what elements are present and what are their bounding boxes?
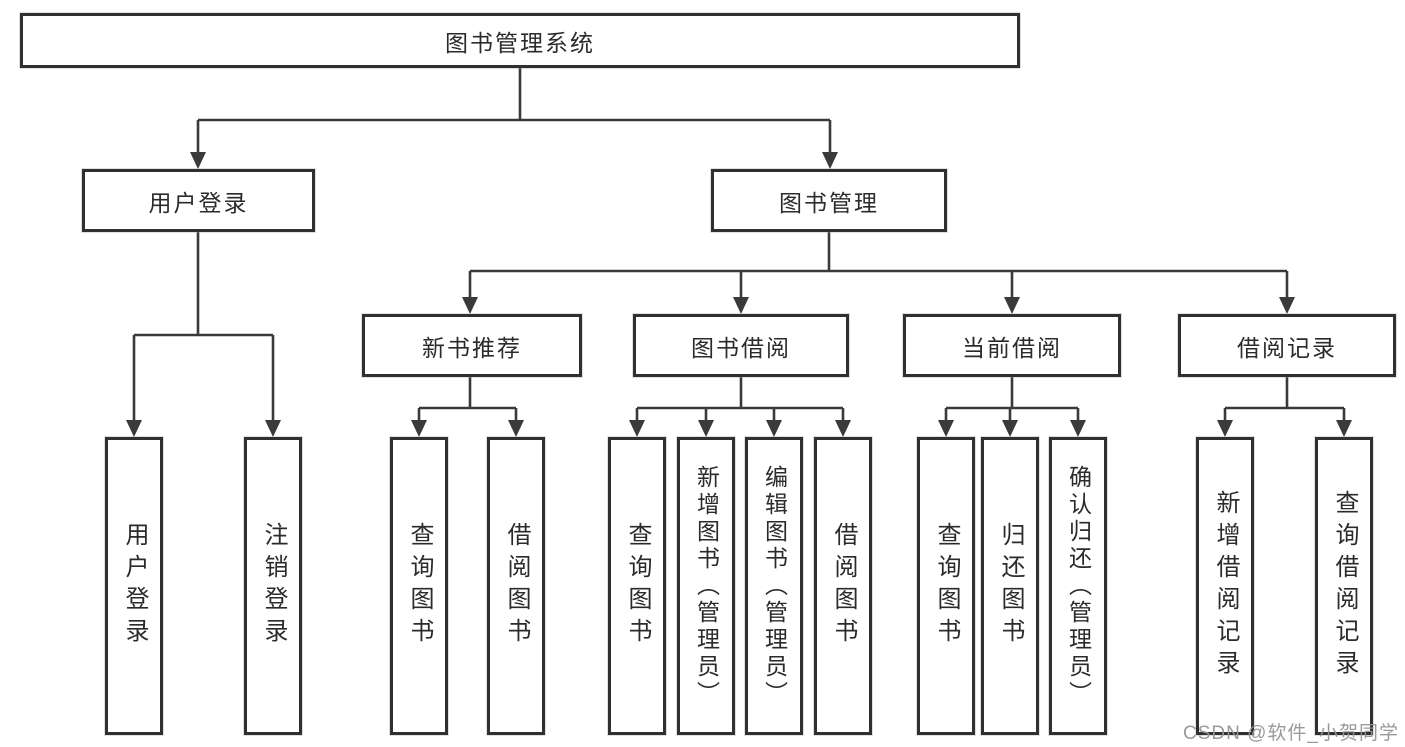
- node-label: 确认归还（管理员）: [1065, 464, 1092, 708]
- leaf-nb-borrow-books: 借阅图书: [487, 437, 545, 735]
- leaf-br-add-record: 新增借阅记录: [1196, 437, 1254, 735]
- node-library-system: 图书管理系统: [20, 13, 1020, 68]
- node-label: 用户登录: [148, 189, 249, 216]
- csdn-watermark: CSDN @软件_小贺同学: [1183, 723, 1399, 744]
- node-label: 归还图书: [997, 522, 1024, 650]
- node-label: 新增图书（管理员）: [693, 464, 720, 708]
- node-label: 借阅记录: [1237, 334, 1337, 361]
- node-label: 查询图书: [406, 522, 433, 650]
- leaf-bb-query-books: 查询图书: [608, 437, 666, 735]
- node-label: 新增借阅记录: [1212, 490, 1239, 682]
- leaf-bb-add-books-admin: 新增图书（管理员）: [677, 437, 735, 735]
- node-label: 借阅图书: [503, 522, 530, 650]
- leaf-bb-borrow-books: 借阅图书: [814, 437, 872, 735]
- leaf-cb-return-books: 归还图书: [981, 437, 1039, 735]
- node-book-borrow: 图书借阅: [633, 314, 849, 377]
- leaf-cb-confirm-return-admin: 确认归还（管理员）: [1049, 437, 1107, 735]
- node-label: 查询图书: [624, 522, 651, 650]
- leaf-br-query-record: 查询借阅记录: [1315, 437, 1373, 735]
- node-borrow-records: 借阅记录: [1178, 314, 1396, 377]
- node-label: 借阅图书: [830, 522, 857, 650]
- leaf-nb-query-books: 查询图书: [390, 437, 448, 735]
- node-label: 当前借阅: [962, 334, 1062, 361]
- node-new-book-recommend: 新书推荐: [362, 314, 582, 377]
- node-label: 新书推荐: [422, 334, 522, 361]
- node-label: 图书借阅: [691, 334, 791, 361]
- leaf-cb-query-books: 查询图书: [917, 437, 975, 735]
- leaf-logout: 注销登录: [244, 437, 302, 735]
- node-label: 编辑图书（管理员）: [761, 464, 788, 708]
- node-current-borrow: 当前借阅: [903, 314, 1121, 377]
- leaf-user-login: 用户登录: [105, 437, 163, 735]
- node-label: 图书管理系统: [445, 29, 595, 56]
- node-label: 查询图书: [933, 522, 960, 650]
- node-label: 查询借阅记录: [1331, 490, 1358, 682]
- node-label: 用户登录: [121, 522, 148, 650]
- node-label: 注销登录: [260, 522, 287, 650]
- leaf-bb-edit-books-admin: 编辑图书（管理员）: [745, 437, 803, 735]
- node-book-management: 图书管理: [711, 169, 947, 232]
- node-user-login: 用户登录: [82, 169, 315, 232]
- node-label: 图书管理: [779, 189, 879, 216]
